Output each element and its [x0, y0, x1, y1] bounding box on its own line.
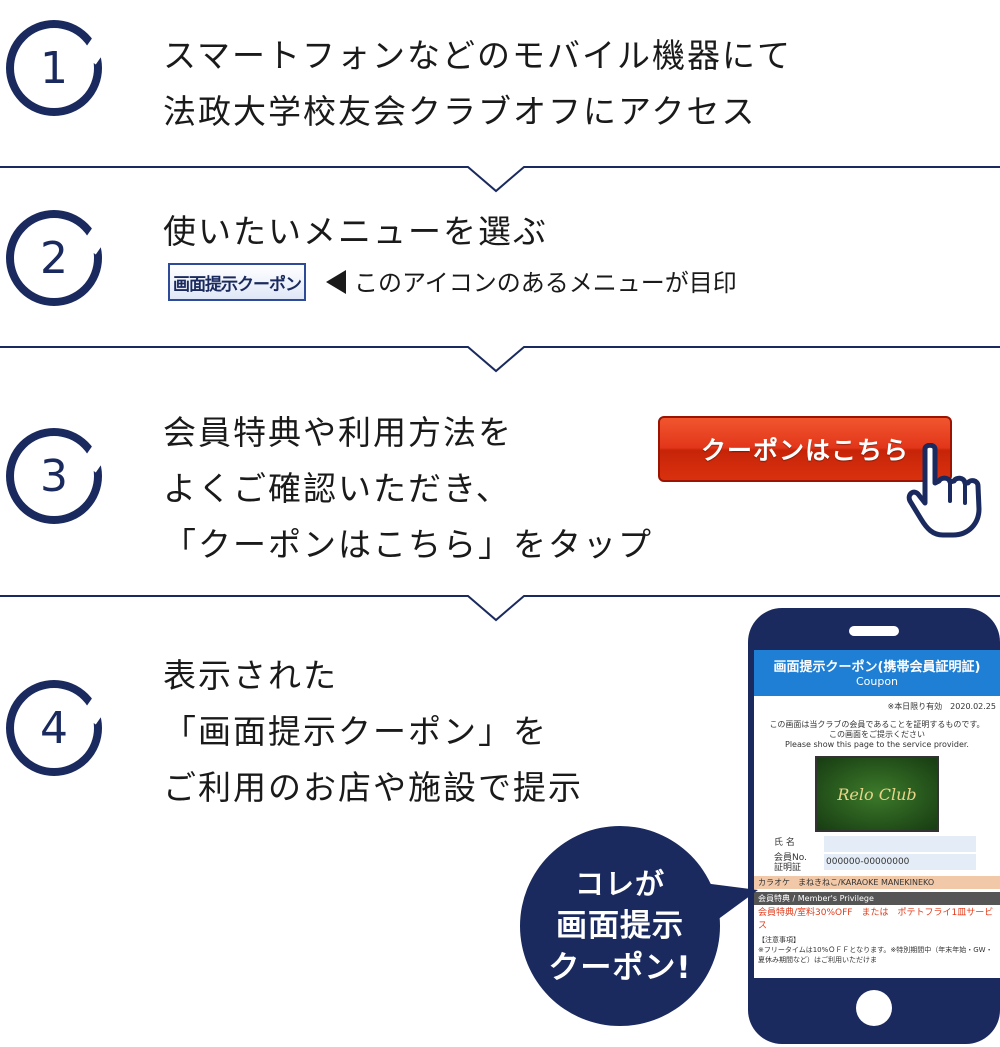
- step-1-number-circle: 1: [6, 20, 102, 116]
- bubble-line-1: コレが: [574, 867, 665, 901]
- bubble-line-3: クーポン!: [548, 950, 692, 986]
- pointing-hand-icon: [906, 443, 982, 538]
- privilege-text: 会員特典/室料30%OFF または ポテトフライ1皿サービス: [758, 908, 994, 931]
- step-3-number: 3: [40, 450, 68, 502]
- screen-header: 画面提示クーポン(携帯会員証明証) Coupon: [754, 650, 1000, 696]
- step-4-number: 4: [40, 702, 68, 754]
- name-label: 氏 名: [774, 838, 795, 848]
- step-2-text: 使いたいメニューを選ぶ: [163, 212, 548, 251]
- notes-text: ※フリータイムは10%ＯＦＦとなります。※特別期間中（年末年始・GW・夏休み期間…: [758, 946, 993, 964]
- step-4-number-circle: 4: [6, 680, 102, 776]
- divider-1: [0, 165, 1000, 193]
- divider-2: [0, 345, 1000, 373]
- phone-home-button: [856, 990, 892, 1026]
- divider-3: [0, 594, 1000, 622]
- step-2-number: 2: [40, 232, 68, 284]
- member-no-label: 会員No. 証明証: [774, 853, 807, 873]
- member-fields: 氏 名 会員No. 証明証 000000-00000000: [754, 836, 1000, 876]
- step-1-number: 1: [40, 42, 68, 94]
- screen-subtitle: Coupon: [855, 675, 899, 688]
- notes-header: 【注意事項】: [758, 936, 800, 944]
- screen-desc-3: Please show this page to the service pro…: [785, 740, 969, 749]
- coupon-menu-icon: 画面提示クーポン: [168, 263, 306, 301]
- step-3-text: 会員特典や利用方法を よくご確認いただき、 「クーポンはこちら」をタップ: [163, 413, 653, 564]
- member-no-field: 000000-00000000: [824, 854, 976, 870]
- step-4-text: 表示された 「画面提示クーポン」を ご利用のお店や施設で提示: [163, 656, 583, 807]
- screen-title: 画面提示クーポン(携帯会員証明証): [773, 660, 981, 675]
- privilege-header: 会員特典 / Member's Privilege: [754, 892, 1000, 905]
- step-3-number-circle: 3: [6, 428, 102, 524]
- menu-hint: このアイコンのあるメニューが目印: [354, 269, 737, 297]
- speech-bubble: コレが 画面提示 クーポン!: [520, 826, 720, 1026]
- phone-mockup: 画面提示クーポン(携帯会員証明証) Coupon ※本日限り有効 2020.02…: [748, 608, 1000, 1044]
- phone-speaker: [849, 626, 899, 636]
- member-card-logo: Relo Club: [815, 756, 939, 832]
- arrow-left-icon: [326, 270, 346, 294]
- screen-date: ※本日限り有効 2020.02.25: [887, 702, 996, 711]
- name-field: [824, 836, 976, 852]
- phone-screen: 画面提示クーポン(携帯会員証明証) Coupon ※本日限り有効 2020.02…: [754, 650, 1000, 978]
- screen-description: この画面は当クラブの会員であることを証明するものです。 この画面をご提示ください…: [754, 720, 1000, 750]
- coupon-here-button[interactable]: クーポンはこちら: [658, 416, 952, 482]
- bubble-line-2: 画面提示: [556, 908, 684, 944]
- screen-desc-2: この画面をご提示ください: [829, 730, 925, 739]
- screen-desc-1: この画面は当クラブの会員であることを証明するものです。: [769, 720, 985, 729]
- store-name: カラオケ まねきねこ/KARAOKE MANEKINEKO: [754, 876, 1000, 889]
- step-2-number-circle: 2: [6, 210, 102, 306]
- step-1-text: スマートフォンなどのモバイル機器にて 法政大学校友会クラブオフにアクセス: [163, 36, 793, 131]
